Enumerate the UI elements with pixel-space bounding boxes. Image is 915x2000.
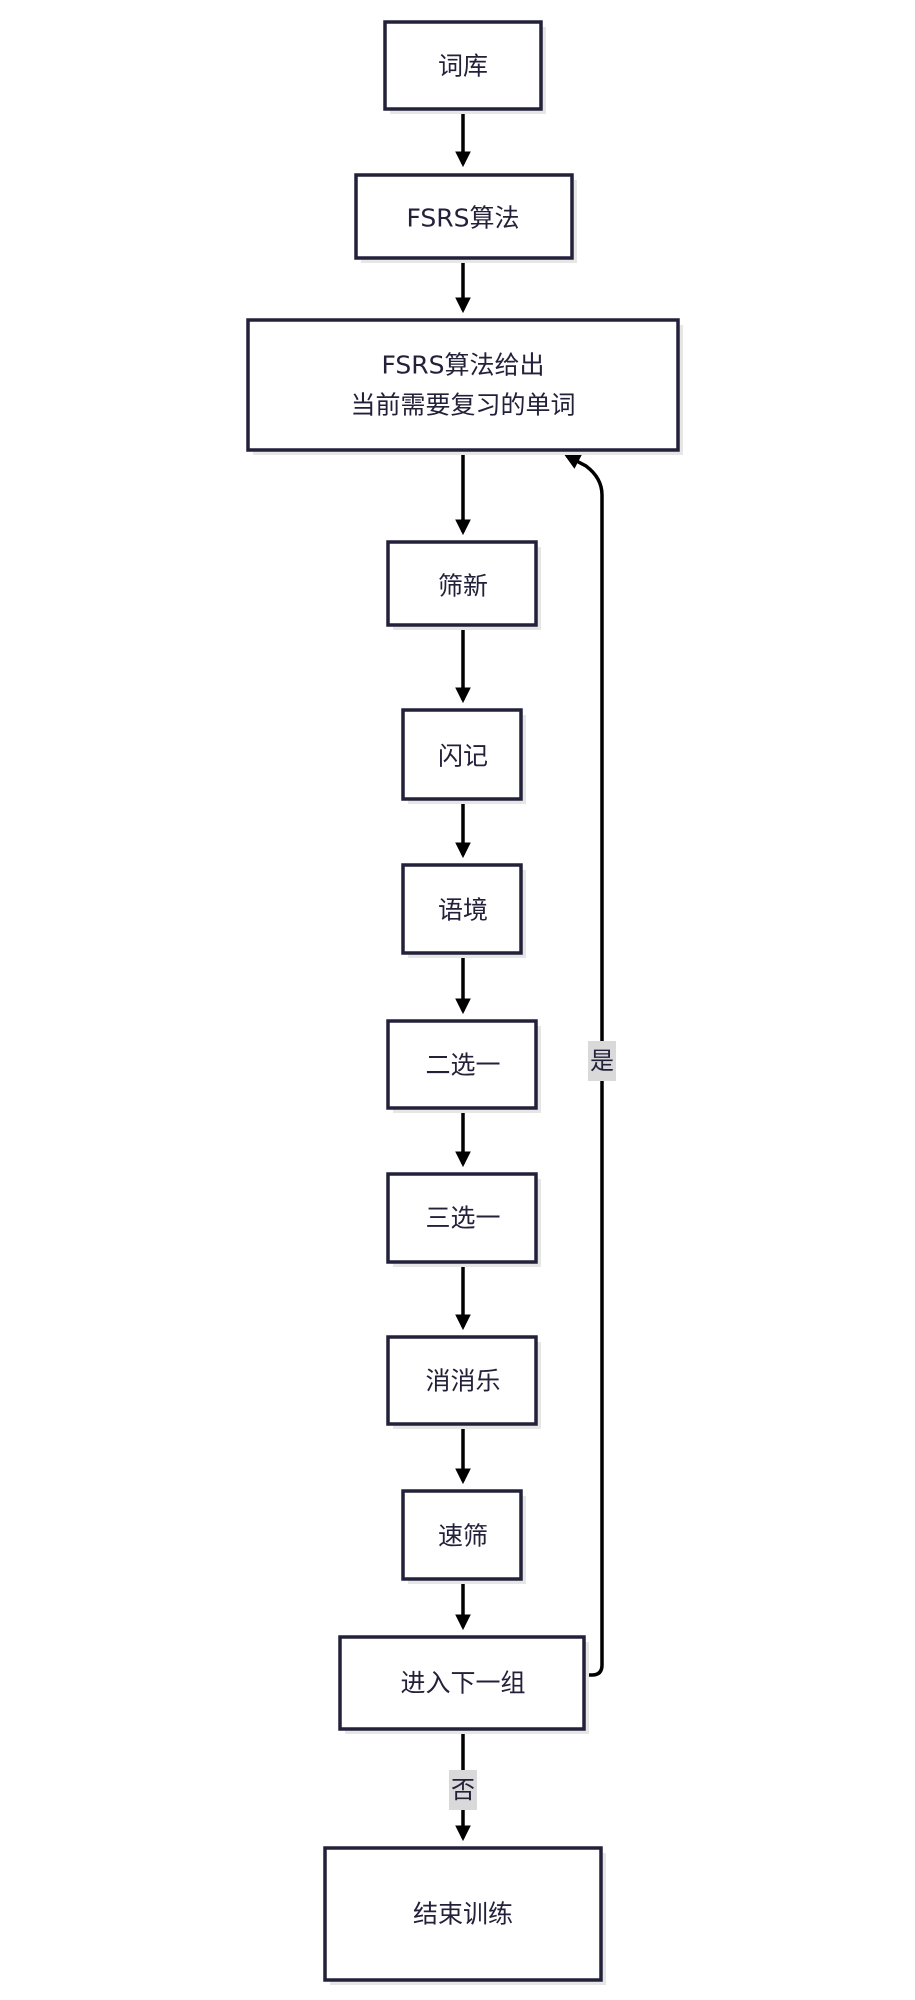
node-fsrs-label: FSRS算法 [406, 204, 519, 233]
node-end-training-label: 结束训练 [413, 1900, 513, 1929]
node-match-game-label: 消消乐 [425, 1367, 500, 1396]
node-flash-label: 闪记 [438, 742, 488, 771]
edge-label-yes-text: 是 [590, 1047, 614, 1075]
node-context-label: 语境 [438, 896, 488, 925]
edge-label-yes: 是 [588, 1041, 616, 1081]
node-fsrs-output-line2: 当前需要复习的单词 [350, 391, 575, 420]
node-screen-new-label: 筛新 [438, 572, 488, 601]
edge-label-no-text: 否 [451, 1776, 475, 1804]
node-next-group[interactable]: 进入下一组 [338, 1635, 589, 1734]
node-end-training[interactable]: 结束训练 [323, 1846, 606, 1985]
node-fsrs-output[interactable]: FSRS算法给出 当前需要复习的单词 [246, 318, 683, 455]
node-screen-new[interactable]: 筛新 [386, 540, 541, 630]
node-lexicon[interactable]: 词库 [383, 20, 546, 114]
node-pick-of-three-label: 三选一 [425, 1204, 500, 1233]
node-context[interactable]: 语境 [401, 863, 526, 958]
node-pick-of-three[interactable]: 三选一 [386, 1172, 541, 1267]
node-pick-of-two-label: 二选一 [425, 1051, 500, 1080]
node-lexicon-label: 词库 [438, 52, 488, 81]
node-flash[interactable]: 闪记 [401, 708, 526, 804]
node-pick-of-two[interactable]: 二选一 [386, 1019, 541, 1113]
node-quick-screen[interactable]: 速筛 [401, 1489, 526, 1584]
node-fsrs[interactable]: FSRS算法 [354, 173, 577, 263]
node-fsrs-output-line1: FSRS算法给出 [381, 351, 544, 380]
node-match-game[interactable]: 消消乐 [386, 1335, 541, 1429]
node-next-group-label: 进入下一组 [400, 1669, 525, 1698]
edge-label-no: 否 [449, 1770, 477, 1810]
node-quick-screen-label: 速筛 [438, 1522, 488, 1551]
